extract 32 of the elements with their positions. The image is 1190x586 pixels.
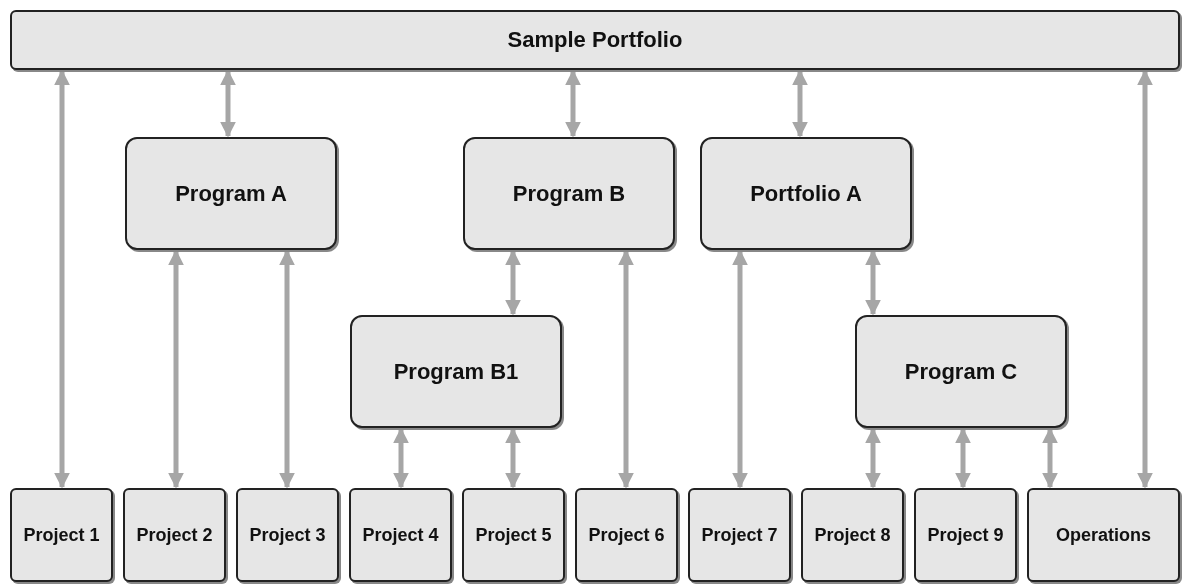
double-arrow <box>505 427 521 489</box>
project-box: Project 5 <box>462 488 565 582</box>
double-arrow <box>220 69 236 138</box>
program-box: Portfolio A <box>700 137 912 250</box>
project-box: Project 6 <box>575 488 678 582</box>
double-arrow <box>865 427 881 489</box>
project-box: Project 8 <box>801 488 904 582</box>
project-box: Project 2 <box>123 488 226 582</box>
portfolio-bar: Sample Portfolio <box>10 10 1180 70</box>
double-arrow <box>618 249 634 489</box>
project-box: Project 4 <box>349 488 452 582</box>
project-box: Project 3 <box>236 488 339 582</box>
double-arrow <box>505 249 521 316</box>
program-box: Program B1 <box>350 315 562 428</box>
double-arrow <box>865 249 881 316</box>
double-arrow <box>1042 427 1058 489</box>
program-box: Program A <box>125 137 337 250</box>
double-arrow <box>955 427 971 489</box>
project-box: Project 7 <box>688 488 791 582</box>
double-arrow <box>393 427 409 489</box>
double-arrow <box>565 69 581 138</box>
program-box: Program B <box>463 137 675 250</box>
double-arrow <box>168 249 184 489</box>
double-arrow <box>54 69 70 489</box>
project-box: Project 1 <box>10 488 113 582</box>
double-arrow <box>279 249 295 489</box>
project-box: Operations <box>1027 488 1180 582</box>
double-arrow <box>732 249 748 489</box>
double-arrow <box>1137 69 1153 489</box>
double-arrow <box>792 69 808 138</box>
project-box: Project 9 <box>914 488 1017 582</box>
program-box: Program C <box>855 315 1067 428</box>
